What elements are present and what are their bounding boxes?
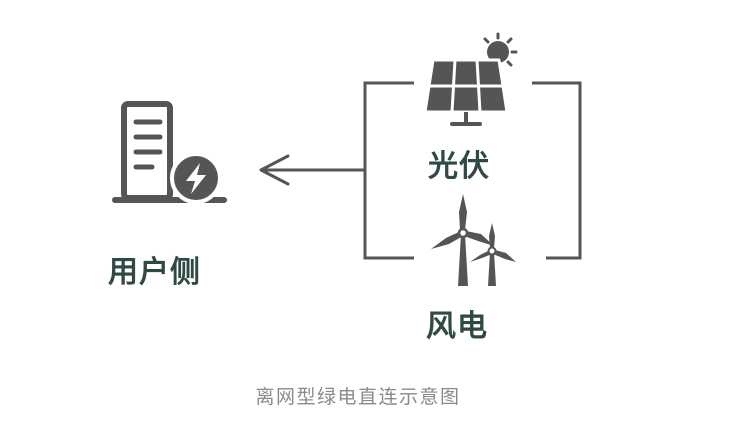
small-turbine — [470, 223, 516, 286]
sun-icon — [483, 32, 518, 67]
small-turbine-blade-right — [493, 250, 516, 262]
lightning-icon — [186, 163, 206, 194]
wind-turbines-icon — [431, 194, 516, 286]
arrow-head — [259, 154, 290, 186]
small-turbine-tower — [488, 252, 496, 286]
large-turbine-blade-up — [459, 194, 467, 230]
large-turbine — [431, 194, 494, 286]
wind-label: 风电 — [426, 309, 488, 344]
small-turbine-hub — [487, 246, 497, 256]
large-turbine-hub — [457, 227, 469, 239]
user-side-label: 用户侧 — [108, 255, 201, 290]
panel-grid-v1 — [450, 59, 457, 113]
building-with-power-icon — [112, 101, 227, 204]
large-turbine-blade-left — [431, 231, 463, 249]
panel-grid-v2 — [475, 59, 482, 113]
left-bracket — [363, 81, 414, 260]
right-bracket — [532, 81, 582, 260]
large-turbine-tower — [458, 234, 468, 286]
left-arrow — [259, 154, 365, 186]
large-turbine-blade-right — [464, 231, 494, 246]
small-turbine-blade-left — [470, 250, 492, 262]
solar-label: 光伏 — [428, 149, 490, 184]
solar-panel-with-sun-icon — [423, 32, 518, 126]
small-turbine-blade-up — [489, 223, 495, 248]
figure-caption: 离网型绿电直连示意图 — [255, 386, 460, 408]
